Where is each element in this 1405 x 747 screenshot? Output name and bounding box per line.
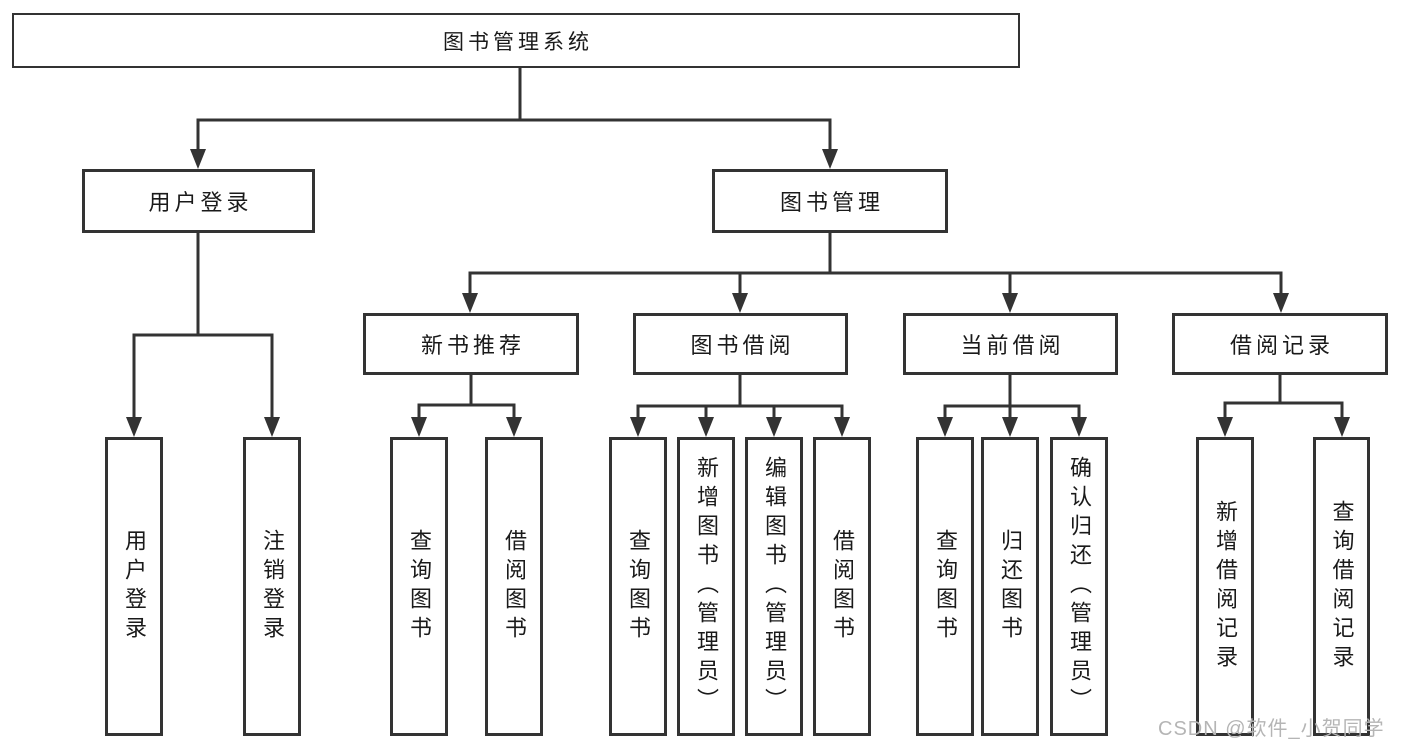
- leaf-confirm-return-admin-label: 确认归还（管理员）: [1067, 456, 1092, 717]
- node-user-login: 用户登录: [82, 169, 315, 233]
- node-current-borrow-label: 当前借阅: [960, 333, 1065, 358]
- leaf-query-books-current: 查询图书: [916, 437, 974, 736]
- leaf-query-books-recommend: 查询图书: [390, 437, 448, 736]
- leaf-borrow-books-label: 借阅图书: [830, 528, 855, 645]
- leaf-return-books-label: 归还图书: [998, 528, 1023, 645]
- node-borrow-records-label: 借阅记录: [1229, 333, 1334, 358]
- leaf-add-book-admin-label: 新增图书（管理员）: [694, 456, 719, 717]
- leaf-logout-login: 注销登录: [243, 437, 301, 736]
- leaf-query-books-current-label: 查询图书: [933, 528, 958, 645]
- leaf-query-borrow-record: 查询借阅记录: [1313, 437, 1370, 736]
- leaf-borrow-books-recommend-label: 借阅图书: [502, 528, 527, 645]
- leaf-user-login: 用户登录: [105, 437, 163, 736]
- leaf-query-books-borrow-label: 查询图书: [626, 528, 651, 645]
- leaf-confirm-return-admin: 确认归还（管理员）: [1050, 437, 1108, 736]
- leaf-user-login-label: 用户登录: [122, 528, 147, 645]
- leaf-logout-login-label: 注销登录: [260, 528, 285, 645]
- leaf-return-books: 归还图书: [981, 437, 1039, 736]
- node-user-login-label: 用户登录: [148, 190, 253, 215]
- leaf-borrow-books: 借阅图书: [813, 437, 871, 736]
- node-new-book-recommend-label: 新书推荐: [420, 333, 525, 358]
- leaf-query-books-borrow: 查询图书: [609, 437, 667, 736]
- node-book-borrow: 图书借阅: [633, 313, 848, 375]
- node-book-management-label: 图书管理: [779, 190, 884, 215]
- node-book-management: 图书管理: [712, 169, 948, 233]
- node-new-book-recommend: 新书推荐: [363, 313, 579, 375]
- leaf-add-borrow-record-label: 新增借阅记录: [1213, 499, 1238, 674]
- leaf-query-books-recommend-label: 查询图书: [407, 528, 432, 645]
- leaf-add-book-admin: 新增图书（管理员）: [677, 437, 735, 736]
- node-current-borrow: 当前借阅: [903, 313, 1118, 375]
- leaf-edit-book-admin: 编辑图书（管理员）: [745, 437, 803, 736]
- node-book-borrow-label: 图书借阅: [690, 333, 795, 358]
- leaf-query-borrow-record-label: 查询借阅记录: [1329, 499, 1355, 674]
- leaf-borrow-books-recommend: 借阅图书: [485, 437, 543, 736]
- node-root: 图书管理系统: [12, 13, 1020, 68]
- watermark: CSDN @软件_小贺同学: [1158, 718, 1385, 740]
- leaf-add-borrow-record: 新增借阅记录: [1196, 437, 1254, 736]
- leaf-edit-book-admin-label: 编辑图书（管理员）: [762, 456, 787, 717]
- node-root-label: 图书管理系统: [443, 30, 593, 54]
- node-borrow-records: 借阅记录: [1172, 313, 1388, 375]
